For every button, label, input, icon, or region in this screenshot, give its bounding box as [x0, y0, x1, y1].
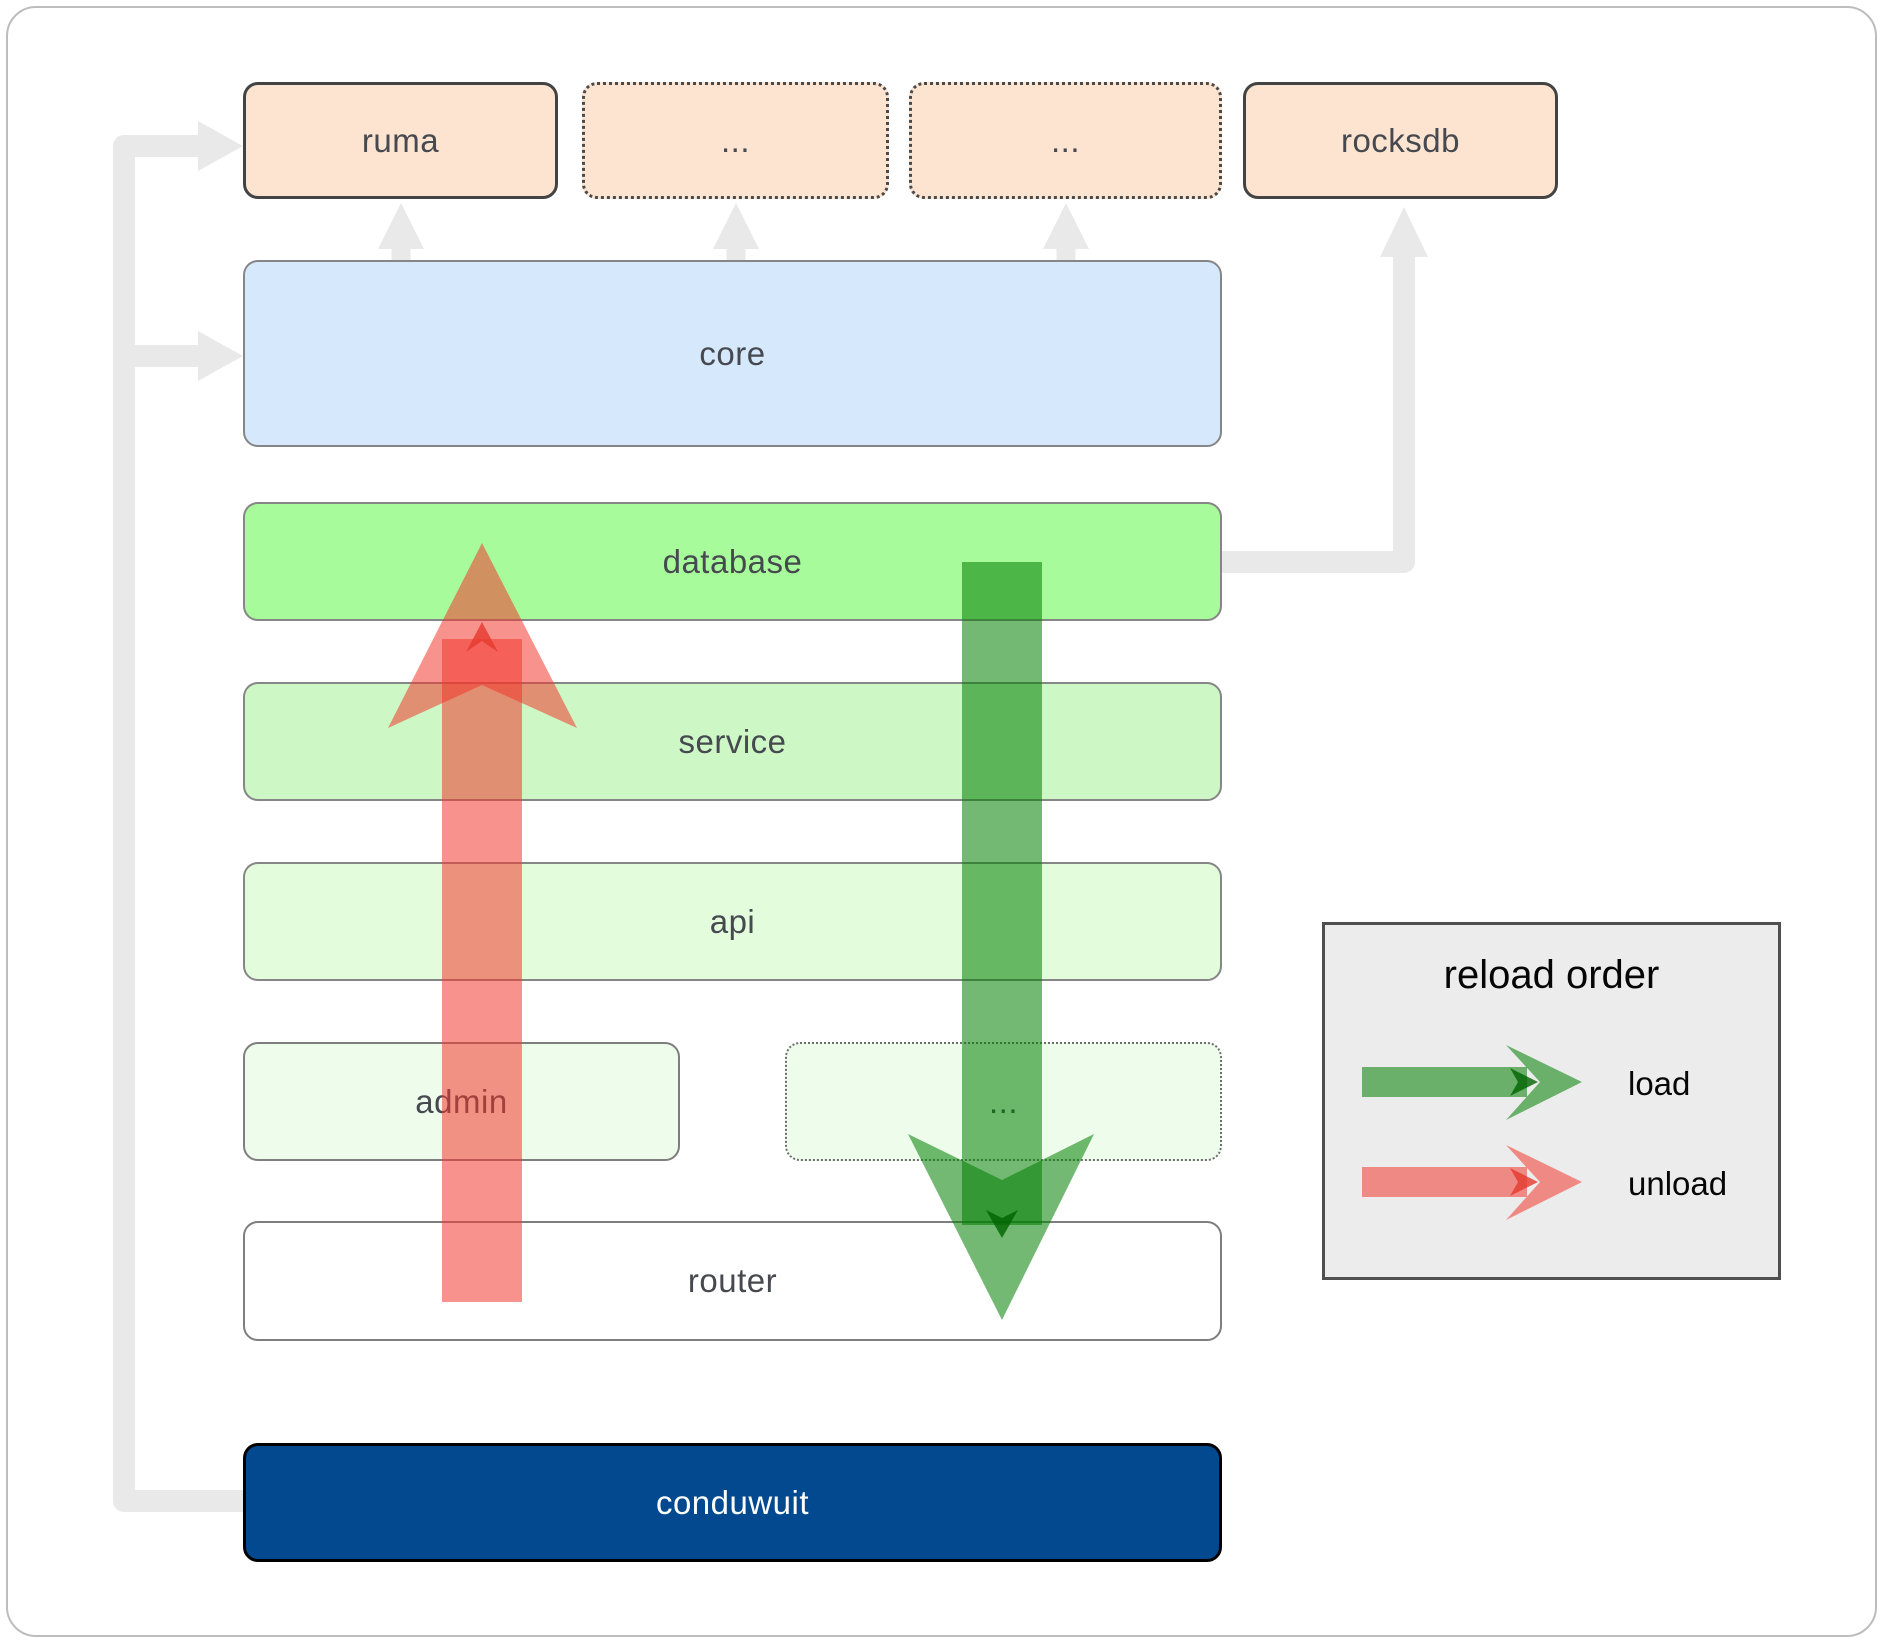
box-rocksdb-label: rocksdb	[1340, 121, 1461, 159]
box-service: service	[243, 682, 1222, 801]
box-rocksdb: rocksdb	[1243, 82, 1558, 199]
box-conduwuit-label: conduwuit	[655, 1483, 810, 1521]
box-database: database	[243, 502, 1222, 621]
box-router-label: router	[687, 1262, 778, 1299]
box-crate-ellipsis-label: ...	[988, 1082, 1018, 1120]
box-ruma: ruma	[243, 82, 558, 199]
box-core-label: core	[699, 334, 766, 372]
diagram-outer-border	[6, 6, 1877, 1637]
legend-title: reload order	[1443, 953, 1660, 997]
box-conduwuit: conduwuit	[243, 1443, 1222, 1562]
box-admin-label: admin	[415, 1082, 508, 1120]
box-crate-ellipsis: ...	[785, 1042, 1222, 1161]
box-ruma-label: ruma	[361, 121, 440, 159]
box-api-label: api	[709, 902, 756, 940]
box-dependency-ellipsis-1-label: ...	[720, 121, 750, 159]
box-database-label: database	[662, 542, 803, 580]
box-core: core	[243, 260, 1222, 447]
box-dependency-ellipsis-2-label: ...	[1050, 121, 1080, 159]
box-dependency-ellipsis-2: ...	[909, 82, 1222, 199]
box-dependency-ellipsis-1: ...	[582, 82, 889, 199]
legend-reload-order: reload order load unload	[1322, 922, 1781, 1280]
legend-load-label: load	[1628, 1065, 1691, 1102]
box-admin: admin	[243, 1042, 680, 1161]
box-service-label: service	[678, 722, 787, 760]
box-api: api	[243, 862, 1222, 981]
box-router: router	[243, 1221, 1222, 1341]
legend-unload-label: unload	[1628, 1165, 1728, 1202]
